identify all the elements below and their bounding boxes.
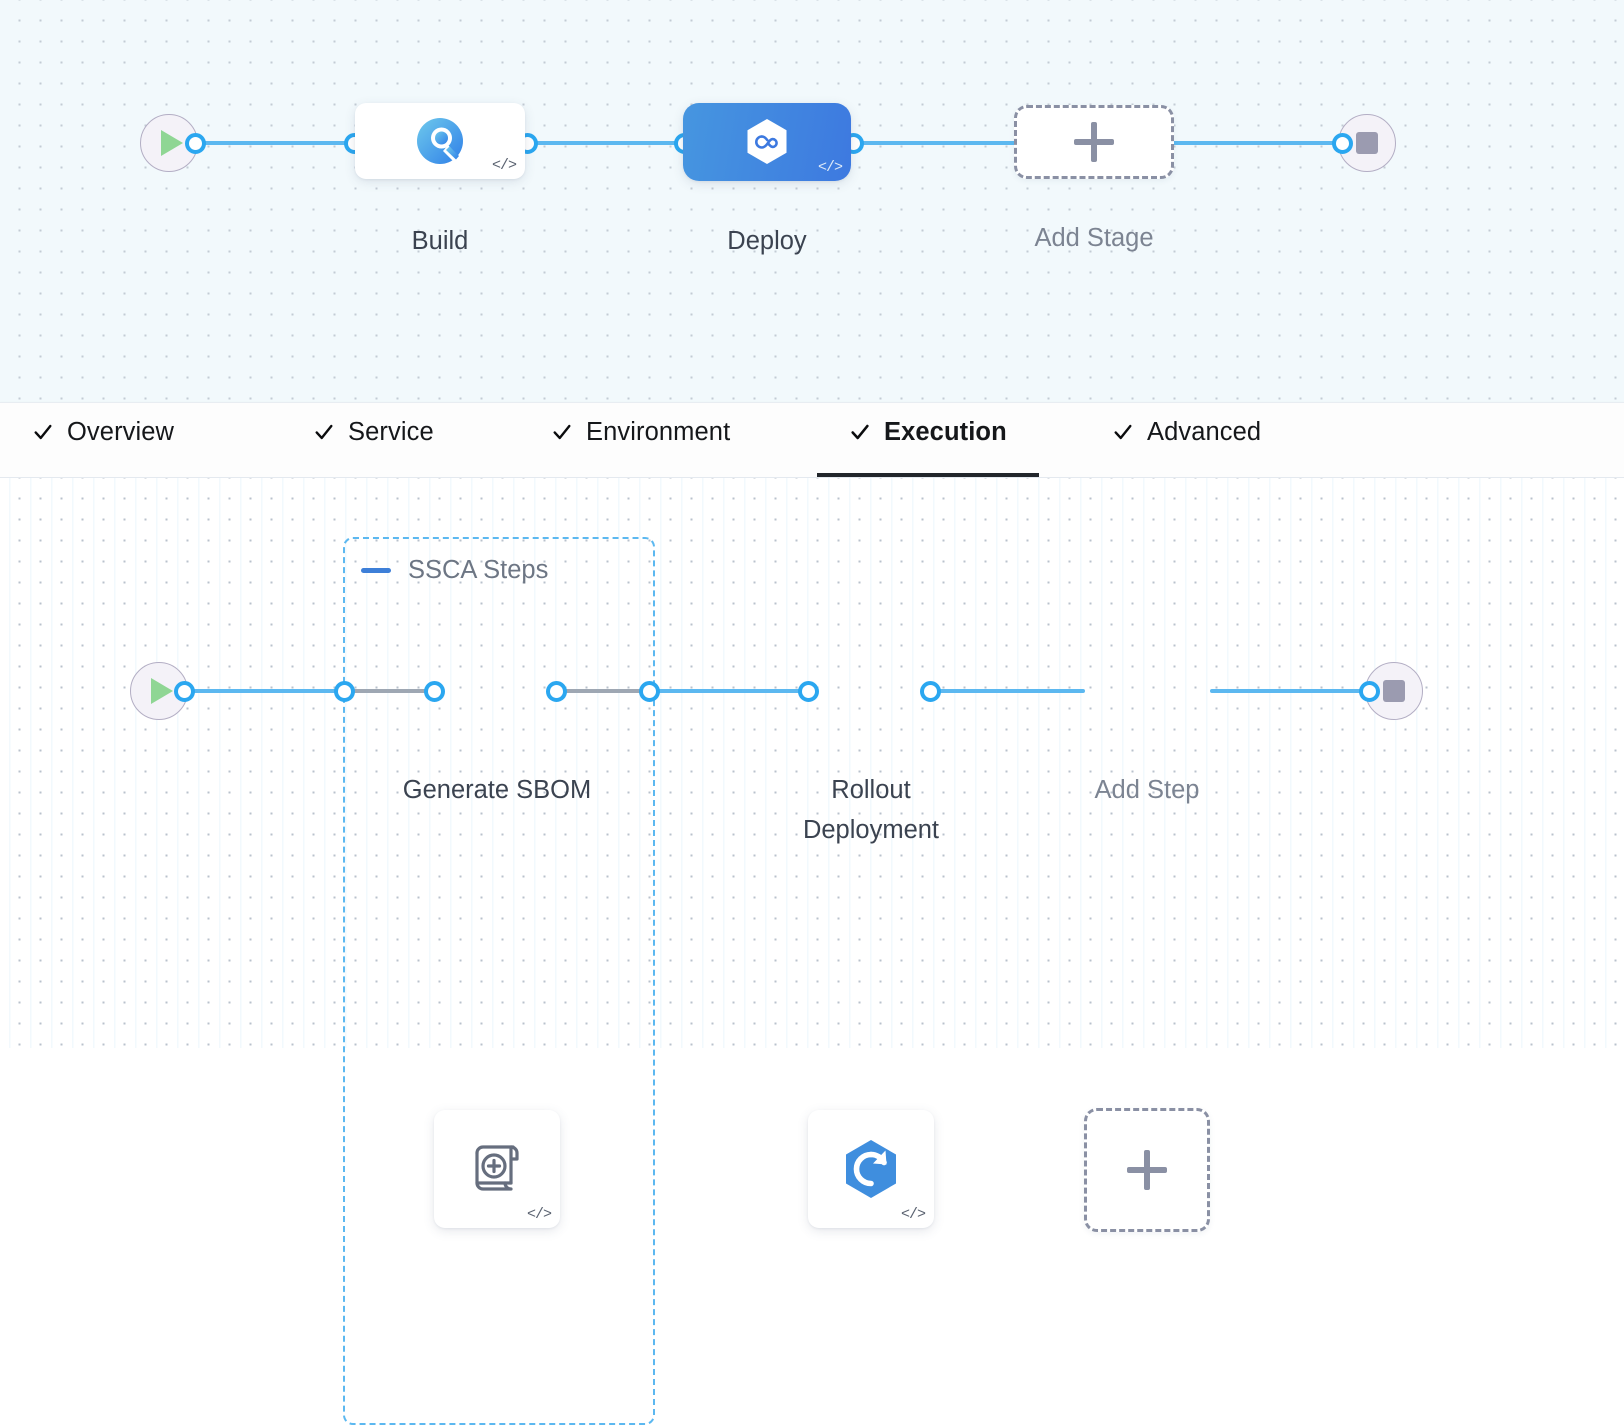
build-code-badge[interactable]: </> [491,157,517,174]
minus-icon[interactable] [361,568,391,573]
ssca-steps-group-title: SSCA Steps [408,556,549,584]
tab-advanced[interactable]: Advanced [1112,403,1261,477]
ssca-steps-group[interactable] [343,537,655,1425]
stop-icon [1383,680,1405,702]
edge-add-to-end [1160,141,1356,145]
step-sbom-out-port[interactable] [546,681,567,702]
step-node-rollout-deployment[interactable]: </> [808,1110,934,1228]
step-sbom-in-port[interactable] [424,681,445,702]
stage-end-node[interactable] [1338,114,1396,172]
check-icon [34,424,52,440]
tab-environment[interactable]: Environment [551,403,730,477]
stage-node-build-label: Build [411,227,469,255]
deploy-code-badge[interactable]: </> [817,159,843,176]
edge-add-to-end [1210,689,1380,693]
play-icon [161,130,183,156]
edge-sbom-out-dashed [562,689,650,693]
ssca-steps-group-header[interactable]: SSCA Steps [343,556,548,585]
stage-config-tabs: Overview Service Environment Execution A… [0,402,1624,478]
step-start-port[interactable] [174,681,195,702]
add-step-label: Add Step [1094,776,1200,804]
edge-rollout-to-add [925,689,1085,693]
rollout-code-badge[interactable]: </> [900,1206,926,1223]
build-donut-icon [417,118,463,164]
check-icon [315,424,333,440]
tab-overview[interactable]: Overview [32,403,174,477]
step-rollout-in-port[interactable] [798,681,819,702]
step-node-rollout-deployment-label: Rollout Deployment [802,776,940,844]
tab-execution-label: Execution [884,417,1007,446]
step-rollout-out-port[interactable] [920,681,941,702]
tab-service-label: Service [348,417,434,446]
tab-overview-label: Overview [67,417,175,446]
add-stage-button[interactable] [1014,105,1174,179]
pipeline-stage-canvas[interactable]: </> Build </> Deploy Add Stage [0,0,1624,402]
tab-execution[interactable]: Execution [817,403,1039,477]
stage-end-port[interactable] [1332,133,1353,154]
add-stage-label: Add Stage [1034,224,1154,252]
edge-start-to-group [182,689,347,693]
step-group-exit-port[interactable] [639,681,660,702]
sbom-code-badge[interactable]: </> [526,1206,552,1223]
check-icon [1114,424,1132,440]
stage-node-build[interactable]: </> [355,103,525,179]
step-end-port[interactable] [1359,681,1380,702]
check-icon [553,424,571,440]
step-node-generate-sbom-label: Generate SBOM [402,776,592,804]
step-node-generate-sbom[interactable]: </> [434,1110,560,1228]
edge-group-in-dashed [350,689,430,693]
tab-environment-label: Environment [586,417,731,446]
edge-group-to-rollout [650,689,815,693]
deploy-hexagon-infinity-icon [747,119,787,164]
edge-start-to-build [192,141,362,145]
tab-service[interactable]: Service [313,403,434,477]
stage-node-deploy[interactable]: </> [683,103,851,181]
plus-icon-vertical [1091,122,1097,162]
stop-icon [1356,132,1378,154]
check-icon [851,424,869,440]
edge-deploy-to-add [846,141,1026,145]
plus-icon-vertical [1144,1150,1150,1190]
sbom-scroll-plus-icon [475,1145,519,1191]
add-step-button[interactable] [1084,1108,1210,1232]
rollout-hexagon-arrow-icon [846,1140,896,1198]
edge-build-to-deploy [520,141,692,145]
stage-start-port[interactable] [185,133,206,154]
play-icon [151,678,173,704]
pipeline-step-canvas[interactable]: SSCA Steps </> Generate SBOM </> [0,478,1624,1425]
stage-node-deploy-label: Deploy [727,227,807,255]
tab-advanced-label: Advanced [1147,417,1262,446]
step-group-entry-port[interactable] [334,681,355,702]
